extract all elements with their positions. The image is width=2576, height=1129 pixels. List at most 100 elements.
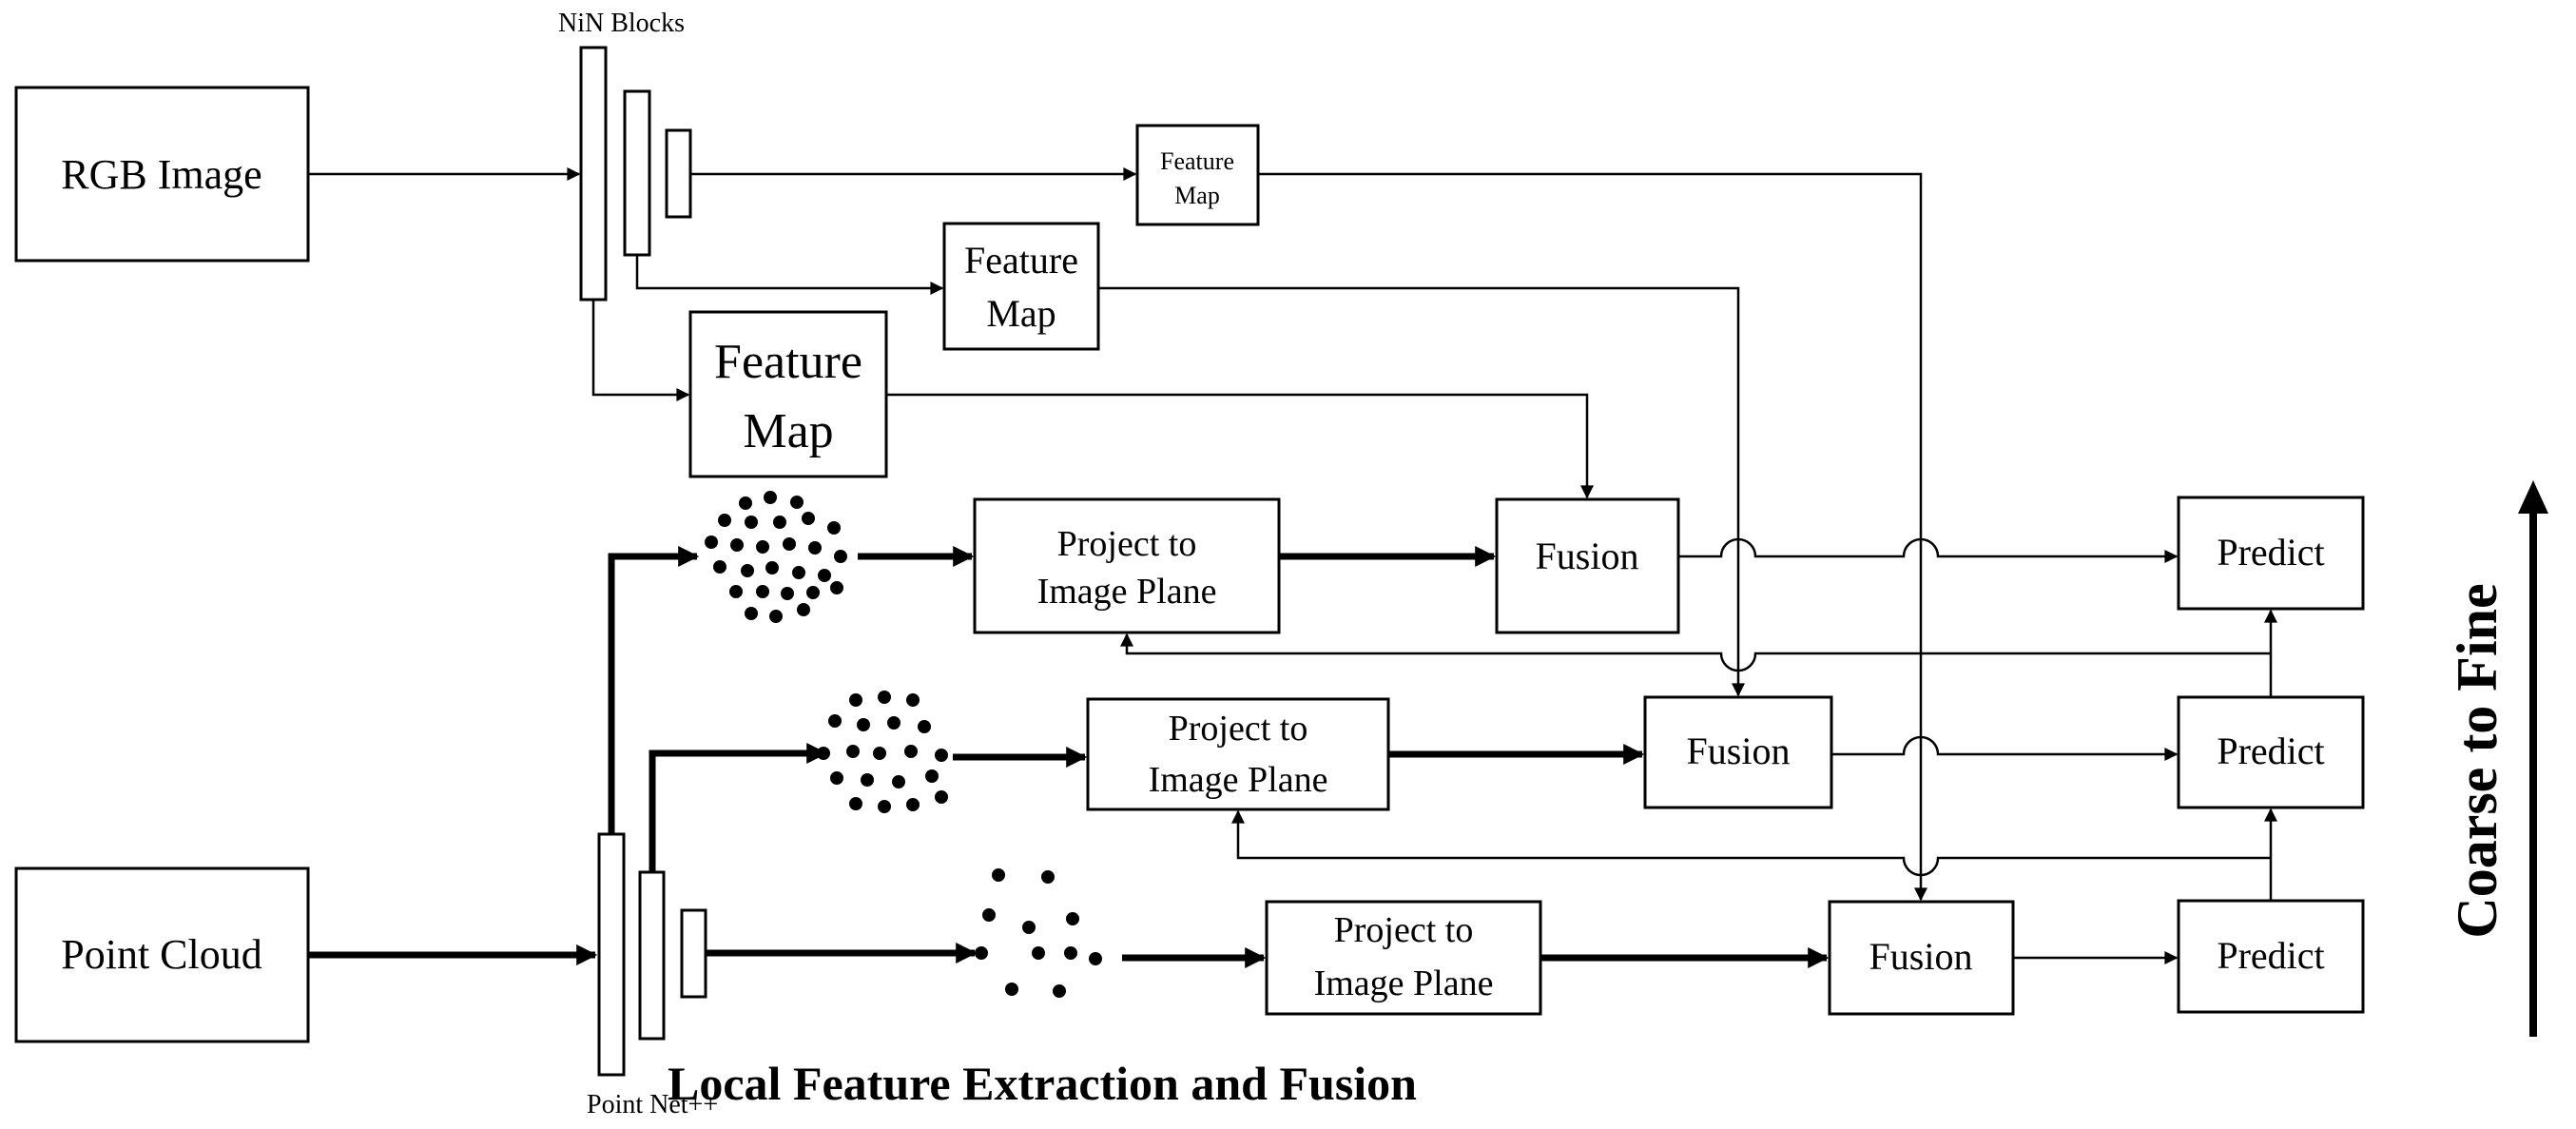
point-cluster-dense	[705, 491, 847, 623]
predict-2-label: Predict	[2217, 730, 2324, 772]
arrow-feedback-to-project1	[1120, 633, 2271, 672]
arrow-feedback-to-project2	[1231, 809, 2271, 877]
point-dot	[830, 581, 843, 594]
point-dot	[1053, 984, 1066, 998]
point-dot	[797, 603, 810, 616]
point-cloud-label: Point Cloud	[61, 931, 262, 978]
point-dot	[935, 749, 948, 762]
point-dot	[764, 491, 777, 504]
point-dot	[790, 496, 804, 509]
point-dot	[892, 775, 905, 788]
point-dot	[730, 538, 744, 552]
project-3-line1: Project to	[1334, 910, 1474, 950]
arrow-nin2-to-fm-medium	[635, 255, 944, 295]
point-dot	[982, 908, 996, 922]
point-dot	[878, 800, 891, 813]
feature-map-large: Feature Map	[688, 310, 888, 478]
point-dot	[1066, 912, 1079, 925]
diagram-caption: Local Feature Extraction and Fusion	[668, 1057, 1417, 1110]
point-dot	[773, 516, 786, 529]
project-2-line1: Project to	[1169, 709, 1308, 749]
point-dot	[781, 587, 794, 600]
point-dot	[765, 561, 779, 574]
nin-block-1	[579, 46, 608, 302]
point-dot	[756, 540, 769, 554]
point-dot	[992, 868, 1005, 882]
rgb-image-box: RGB Image	[14, 86, 310, 263]
point-dot	[808, 541, 822, 555]
point-dot	[1064, 946, 1077, 960]
feature-map-large-line2: Map	[743, 404, 833, 458]
point-dot	[1032, 946, 1045, 960]
coarse-to-fine-arrowhead	[2518, 480, 2548, 514]
point-dot	[906, 798, 920, 811]
point-dot	[705, 535, 718, 549]
point-dot	[1041, 870, 1055, 884]
point-dot	[827, 521, 841, 535]
fusion-2-label: Fusion	[1687, 730, 1791, 772]
point-cloud-box: Point Cloud	[14, 866, 310, 1043]
feature-map-small: Feature Map	[1135, 124, 1260, 226]
arrow-pointnet1-to-dense-cluster	[608, 546, 700, 834]
nin-blocks-label: NiN Blocks	[558, 9, 685, 38]
predict-box-1: Predict	[2177, 496, 2365, 611]
project-box-3: Project to Image Plane	[1265, 900, 1542, 1016]
arrow-pointnet2-to-medium-cluster	[649, 743, 828, 872]
point-dot	[925, 769, 939, 783]
point-dot	[849, 693, 862, 707]
point-dot	[918, 720, 931, 733]
point-dot	[745, 516, 758, 529]
point-dot	[906, 693, 920, 707]
point-dot	[745, 607, 758, 620]
feature-map-small-line1: Feature	[1160, 147, 1234, 175]
point-cluster-medium	[817, 691, 948, 813]
fusion-1-label: Fusion	[1536, 535, 1639, 577]
point-dot	[739, 496, 752, 510]
fusion-box-2: Fusion	[1643, 695, 1833, 809]
arrow-fm-small-to-fusion3	[1258, 172, 1927, 902]
arrow-nin1-to-fm-large	[591, 300, 690, 401]
point-dot	[729, 585, 743, 598]
point-cluster-sparse	[975, 868, 1102, 998]
project-box-1: Project to Image Plane	[973, 497, 1281, 634]
arrow-fm-large-to-fusion1	[886, 393, 1594, 499]
predict-box-3: Predict	[2177, 899, 2365, 1014]
project-1-line2: Image Plane	[1037, 572, 1217, 612]
point-dot	[857, 718, 870, 731]
nin-block-3	[665, 128, 692, 219]
point-dot	[1022, 921, 1036, 934]
feature-map-small-line2: Map	[1174, 182, 1220, 209]
pointnet-label: Point Net++	[587, 1090, 718, 1119]
nin-block-2	[623, 89, 651, 257]
point-dot	[741, 564, 754, 577]
project-box-2: Project to Image Plane	[1086, 697, 1390, 811]
predict-1-label: Predict	[2217, 531, 2324, 574]
project-3-line2: Image Plane	[1314, 964, 1494, 1003]
point-dot	[846, 745, 860, 758]
predict-box-2: Predict	[2177, 695, 2365, 809]
feature-map-large-line1: Feature	[714, 335, 862, 389]
point-dot	[769, 610, 783, 623]
fusion-box-1: Fusion	[1495, 497, 1680, 634]
feature-map-medium: Feature Map	[942, 222, 1100, 351]
point-dot	[1089, 952, 1102, 965]
point-dot	[718, 514, 731, 527]
project-2-line2: Image Plane	[1149, 760, 1328, 800]
coarse-to-fine-label: Coarse to Fine	[2446, 583, 2508, 938]
rgb-image-label: RGB Image	[61, 151, 261, 198]
point-dot	[792, 566, 805, 579]
feature-map-medium-line2: Map	[986, 292, 1056, 335]
point-dot	[861, 773, 874, 787]
arrow-fusion1-to-predict1	[1678, 537, 2179, 563]
feature-map-medium-line1: Feature	[964, 239, 1078, 282]
point-dot	[935, 790, 948, 804]
arrow-fusion2-to-predict2	[1831, 735, 2179, 761]
point-dot	[783, 537, 796, 551]
point-dot	[713, 560, 726, 574]
point-dot	[830, 771, 843, 785]
point-dot	[818, 569, 831, 582]
pointnet-block-1	[597, 832, 626, 1077]
point-dot	[849, 797, 862, 810]
point-dot	[904, 745, 918, 758]
